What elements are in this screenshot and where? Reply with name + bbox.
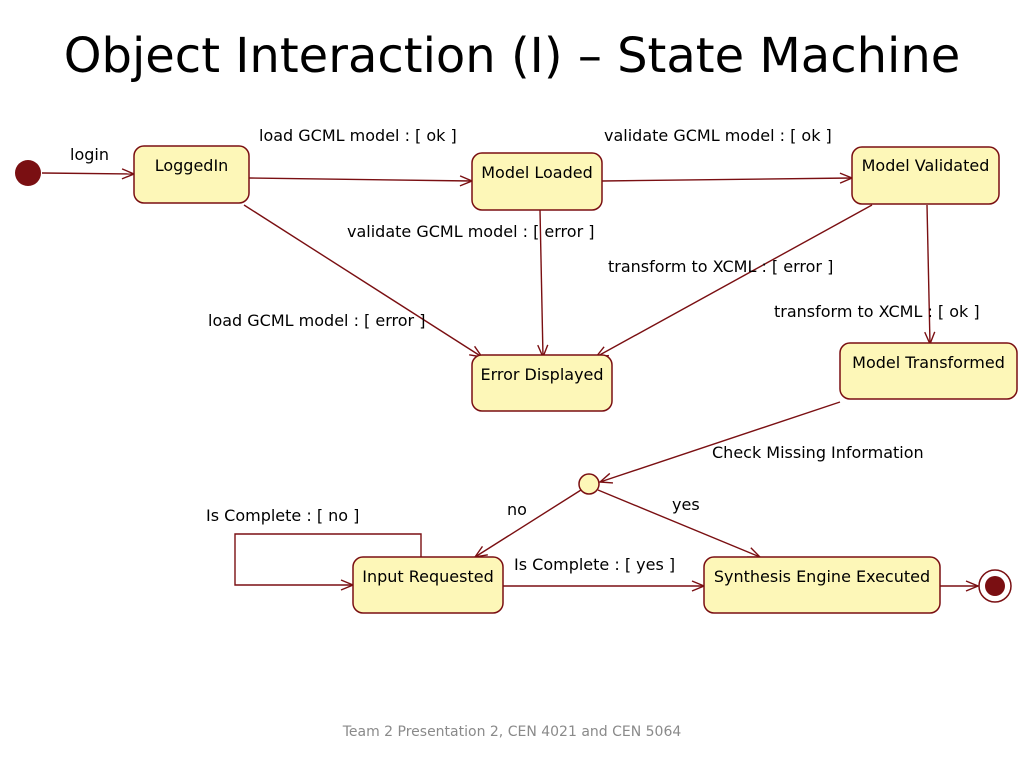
state-label: Input Requested bbox=[362, 567, 494, 586]
state-model-loaded: Model Loaded bbox=[471, 152, 603, 211]
label-load-ok: load GCML model : [ ok ] bbox=[259, 126, 457, 145]
edge-validate-ok bbox=[601, 178, 852, 181]
state-synthesis-engine-executed: Synthesis Engine Executed bbox=[703, 556, 941, 614]
label-transform-error: transform to XCML : [ error ] bbox=[608, 257, 833, 276]
edge-yes bbox=[597, 489, 760, 557]
state-label: Error Displayed bbox=[480, 365, 603, 384]
state-error-displayed: Error Displayed bbox=[471, 354, 613, 412]
edge-validate-error bbox=[540, 209, 543, 357]
state-model-validated: Model Validated bbox=[851, 146, 1000, 205]
edge-load-ok bbox=[248, 178, 472, 181]
label-check-missing: Check Missing Information bbox=[712, 443, 924, 462]
initial-node bbox=[15, 160, 41, 186]
edge-check-missing bbox=[600, 401, 841, 482]
state-label: LoggedIn bbox=[155, 156, 229, 175]
state-label: Model Loaded bbox=[481, 163, 593, 182]
edge-transform-ok bbox=[927, 204, 930, 344]
edge-no bbox=[475, 489, 582, 557]
label-is-complete-yes: Is Complete : [ yes ] bbox=[514, 555, 675, 574]
state-label: Model Transformed bbox=[852, 353, 1005, 372]
state-label: Model Validated bbox=[862, 156, 990, 175]
label-transform-ok: transform to XCML : [ ok ] bbox=[774, 302, 980, 321]
label-yes: yes bbox=[672, 495, 700, 514]
edge-transform-error bbox=[596, 204, 873, 357]
label-load-error: load GCML model : [ error ] bbox=[208, 311, 425, 330]
footer-text: Team 2 Presentation 2, CEN 4021 and CEN … bbox=[342, 724, 682, 740]
page-title: Object Interaction (I) – State Machine bbox=[63, 28, 961, 84]
state-model-transformed: Model Transformed bbox=[839, 342, 1018, 400]
final-node bbox=[978, 569, 1012, 603]
state-label: Synthesis Engine Executed bbox=[714, 567, 930, 586]
label-login: login bbox=[70, 145, 109, 164]
edge-load-error bbox=[243, 204, 482, 357]
label-is-complete-no: Is Complete : [ no ] bbox=[206, 506, 359, 525]
state-logged-in: LoggedIn bbox=[133, 145, 250, 204]
label-no: no bbox=[507, 500, 527, 519]
edge-login bbox=[41, 173, 134, 174]
edge-is-complete-no bbox=[234, 533, 422, 585]
label-validate-ok: validate GCML model : [ ok ] bbox=[604, 126, 832, 145]
label-validate-error: validate GCML model : [ error ] bbox=[347, 222, 594, 241]
choice-node bbox=[578, 473, 600, 495]
state-input-requested: Input Requested bbox=[352, 556, 504, 614]
